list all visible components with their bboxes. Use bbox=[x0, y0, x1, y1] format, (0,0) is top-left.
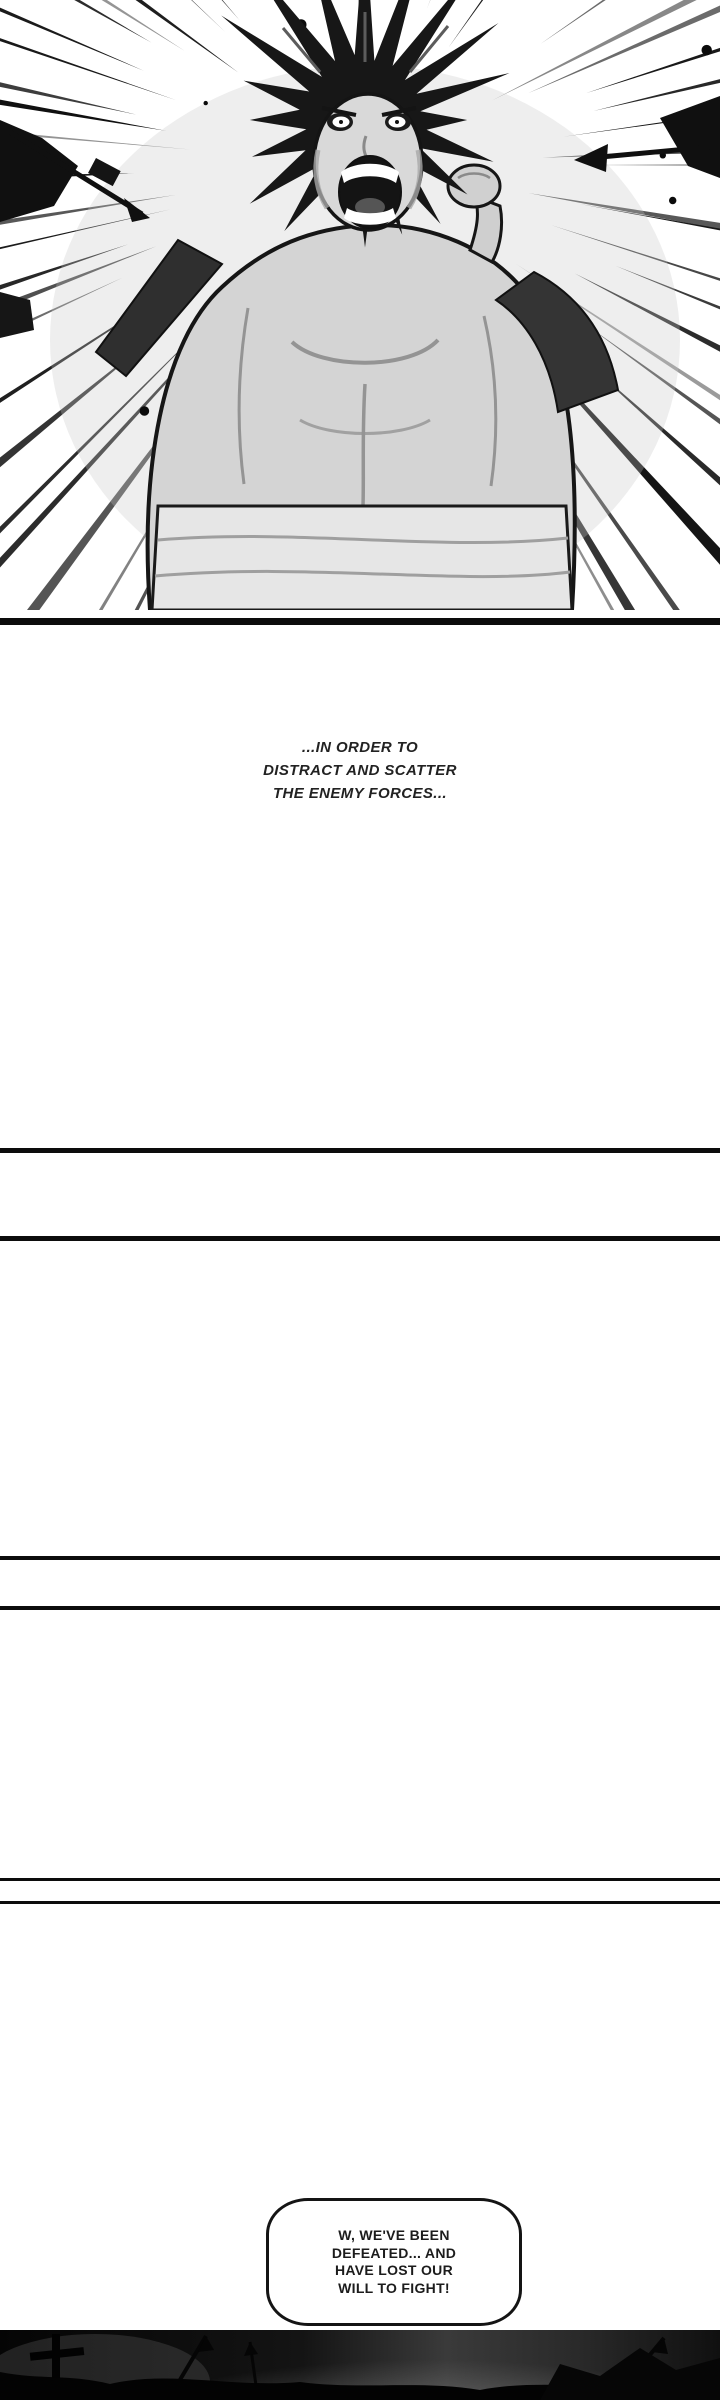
dialogue-line: W, WE'VE BEEN bbox=[338, 2227, 450, 2243]
narration-caption: ...IN ORDER TO DISTRACT AND SCATTER THE … bbox=[0, 736, 720, 805]
raised-fist bbox=[446, 163, 504, 265]
left-shoulder-garment bbox=[94, 238, 224, 378]
dialogue-line: WILL TO FIGHT! bbox=[338, 2279, 450, 2296]
hair-highlights bbox=[281, 12, 450, 73]
panel-divider-3 bbox=[0, 1556, 720, 1560]
dialogue-bubble: W, WE'VE BEEN DEFEATED... AND HAVE LOST … bbox=[266, 2198, 522, 2326]
panel-divider-5 bbox=[0, 1878, 720, 1881]
right-soldiers-silhouette bbox=[574, 96, 720, 178]
dialogue-line: DEFEATED... AND bbox=[331, 2244, 457, 2261]
warrior-figure bbox=[94, 0, 620, 610]
warrior-face bbox=[312, 92, 424, 232]
warrior-eyes bbox=[321, 106, 417, 131]
caption-line: DISTRACT AND SCATTER bbox=[263, 762, 457, 779]
dialogue-line: HAVE LOST OUR bbox=[335, 2262, 453, 2278]
muscle-shading bbox=[237, 307, 498, 507]
caption-line: THE ENEMY FORCES... bbox=[272, 785, 447, 802]
cross-standard-silhouette bbox=[29, 2334, 85, 2400]
right-shoulder-garment bbox=[494, 270, 620, 414]
panel-divider-4 bbox=[0, 1606, 720, 1610]
right-soldier-mass-silhouette bbox=[540, 2348, 720, 2400]
caption-line: ...IN ORDER TO bbox=[301, 739, 419, 756]
panel-divider-2 bbox=[0, 1236, 720, 1241]
panel-divider-6 bbox=[0, 1901, 720, 1904]
bottom-art-panel bbox=[0, 2330, 720, 2400]
screaming-mouth bbox=[338, 155, 402, 229]
nose-line bbox=[362, 135, 368, 157]
left-soldiers-silhouette bbox=[0, 120, 150, 338]
panel-border-line bbox=[0, 618, 720, 625]
ground-silhouette bbox=[0, 2372, 720, 2400]
top-art-panel bbox=[0, 0, 720, 610]
bottom-art-canvas bbox=[0, 2330, 720, 2400]
waist-bandage bbox=[150, 504, 574, 610]
top-art-canvas bbox=[0, 0, 720, 610]
panel-divider-1 bbox=[0, 1148, 720, 1153]
